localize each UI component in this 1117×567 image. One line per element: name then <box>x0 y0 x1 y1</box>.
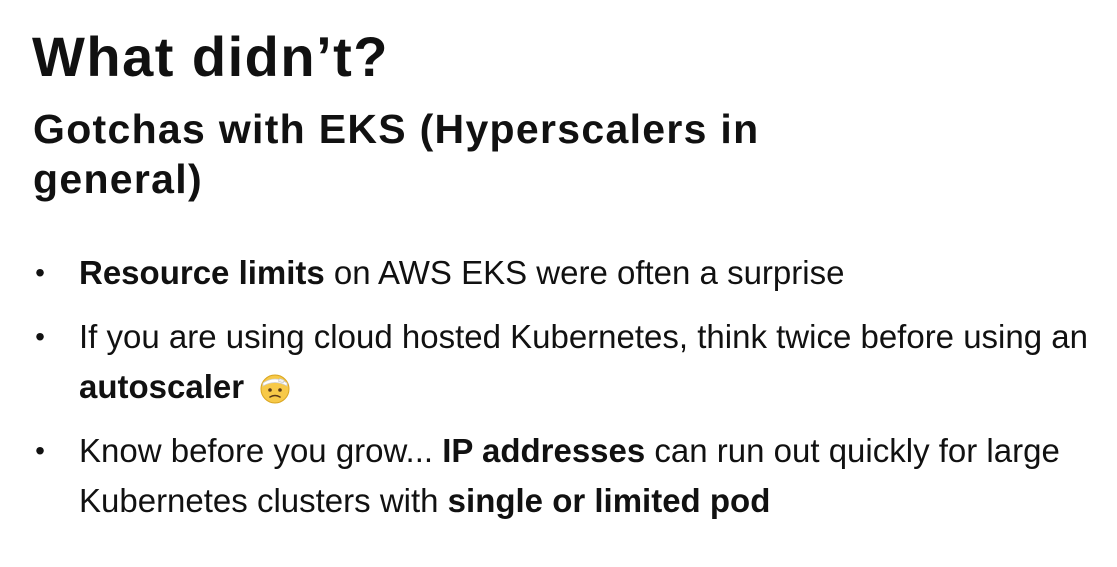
face-with-head-bandage-icon <box>259 368 291 404</box>
bullet-text: on AWS EKS were often a surprise <box>324 254 845 291</box>
bullet-text-after: can run out quickly for large Kubernetes… <box>79 432 1060 519</box>
bullet-item-autoscaler: • If you are using cloud hosted Kubernet… <box>30 312 1100 412</box>
bullet-item-ip-addresses: • Know before you grow... IP addresses c… <box>30 426 1100 526</box>
bullet-marker: • <box>35 435 45 466</box>
bullet-marker: • <box>35 321 45 352</box>
bullet-bold-tail: autoscaler <box>79 368 245 405</box>
bullet-bold-tail: single or limited pod <box>447 482 771 519</box>
bullet-marker: • <box>35 257 45 288</box>
bullet-item-resource-limits: • Resource limits on AWS EKS were often … <box>30 248 1100 298</box>
bullet-text-before: Know before you grow... <box>79 432 443 469</box>
bullet-text: If you are using cloud hosted Kubernetes… <box>79 318 1088 355</box>
slide-title: What didn’t? <box>32 25 390 88</box>
bullet-list: • Resource limits on AWS EKS were often … <box>30 248 1100 540</box>
bullet-bold-mid: IP addresses <box>442 432 646 469</box>
slide-subtitle: Gotchas with EKS (Hyperscalers in genera… <box>33 106 760 202</box>
bullet-bold-lead: Resource limits <box>79 254 325 291</box>
